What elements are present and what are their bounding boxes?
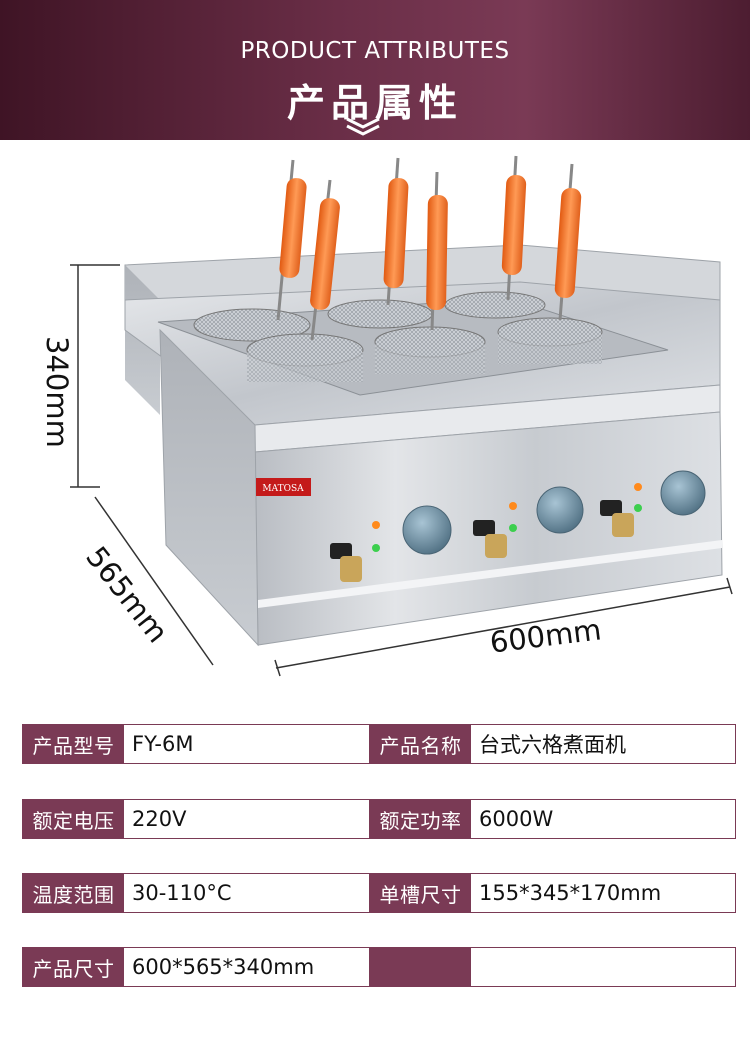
header-banner: PRODUCT ATTRIBUTES 产品属性 [0, 0, 750, 140]
drain-valve-group [330, 500, 634, 582]
spec-row-4: 产品尺寸 600*565*340mm [22, 947, 736, 987]
brand-plate [256, 478, 311, 496]
spec-row-3: 温度范围 30-110°C 单槽尺寸 155*345*170mm [22, 873, 736, 913]
height-dimension-label: 340mm [40, 336, 74, 448]
double-chevron-down-icon [346, 117, 380, 136]
dimension-lines [70, 264, 733, 677]
basket-handle-group [276, 155, 582, 341]
spec-value-temperature: 30-110°C [124, 874, 370, 912]
brand-logo: MATOSA [262, 484, 304, 494]
spec-value-product-size: 600*565*340mm [124, 948, 370, 986]
spec-label-temperature: 温度范围 [23, 874, 124, 912]
spec-label-power: 额定功率 [370, 800, 471, 838]
spec-row-1: 产品型号 FY-6M 产品名称 台式六格煮面机 [22, 724, 736, 764]
header-title-en: PRODUCT ATTRIBUTES [240, 38, 510, 64]
spec-label-name: 产品名称 [370, 725, 471, 763]
spec-value-tank-size: 155*345*170mm [471, 874, 735, 912]
spec-label-product-size: 产品尺寸 [23, 948, 124, 986]
spec-value-empty [471, 948, 735, 986]
indicator-light-group [372, 483, 642, 552]
basket-group [193, 291, 603, 382]
spec-value-name: 台式六格煮面机 [471, 725, 735, 763]
spec-row-2: 额定电压 220V 额定功率 6000W [22, 799, 736, 839]
product-image: MATOSA [0, 140, 750, 700]
spec-value-model: FY-6M [124, 725, 370, 763]
spec-label-empty [370, 948, 471, 986]
noodle-cooker-illustration: MATOSA [70, 155, 733, 677]
temperature-knob-group [402, 470, 706, 555]
spec-label-model: 产品型号 [23, 725, 124, 763]
spec-label-voltage: 额定电压 [23, 800, 124, 838]
spec-value-voltage: 220V [124, 800, 370, 838]
spec-label-tank-size: 单槽尺寸 [370, 874, 471, 912]
spec-value-power: 6000W [471, 800, 735, 838]
header-title-cn: 产品属性 [286, 81, 463, 125]
